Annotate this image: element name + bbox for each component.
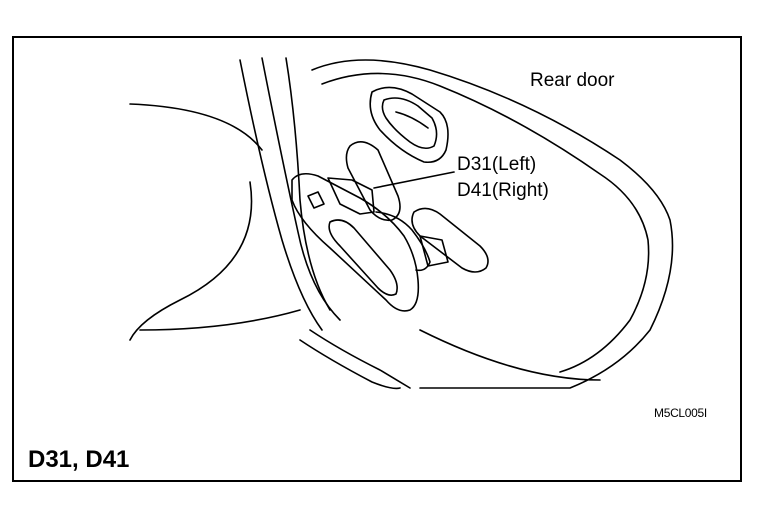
door-panel-inner (321, 72, 650, 373)
figure-caption: D31, D41 (28, 446, 130, 473)
pillar-line-3 (285, 57, 331, 311)
lower-door-edge (309, 329, 411, 389)
floor-line (139, 309, 301, 331)
switch-body (327, 177, 375, 215)
callout-d41-right: D41(Right) (457, 180, 549, 201)
figure-frame (12, 36, 742, 482)
seat-outline-lower (129, 181, 253, 341)
switch-pocket (345, 141, 401, 222)
callout-d31-left: D31(Left) (457, 154, 537, 175)
handle-recess-inner (381, 97, 438, 150)
handle-recess-outer (369, 86, 449, 164)
figure-code: M5CL005I (654, 406, 707, 420)
switch-pocket-2 (411, 207, 489, 273)
door-panel-outline (311, 59, 674, 389)
switch-panel-inner (328, 219, 398, 296)
connector-plug (419, 235, 449, 267)
pillar-line-1 (239, 59, 323, 331)
handle-lever (395, 111, 429, 129)
door-lower-trim (419, 329, 601, 381)
seat-outline-upper (129, 103, 263, 151)
lower-door-edge-2 (299, 339, 401, 390)
rear-door-label: Rear door (530, 70, 615, 91)
callout-leader (373, 171, 455, 189)
pillar-line-2 (261, 57, 341, 321)
switch-small-slot (307, 191, 325, 209)
switch-panel (291, 172, 420, 312)
